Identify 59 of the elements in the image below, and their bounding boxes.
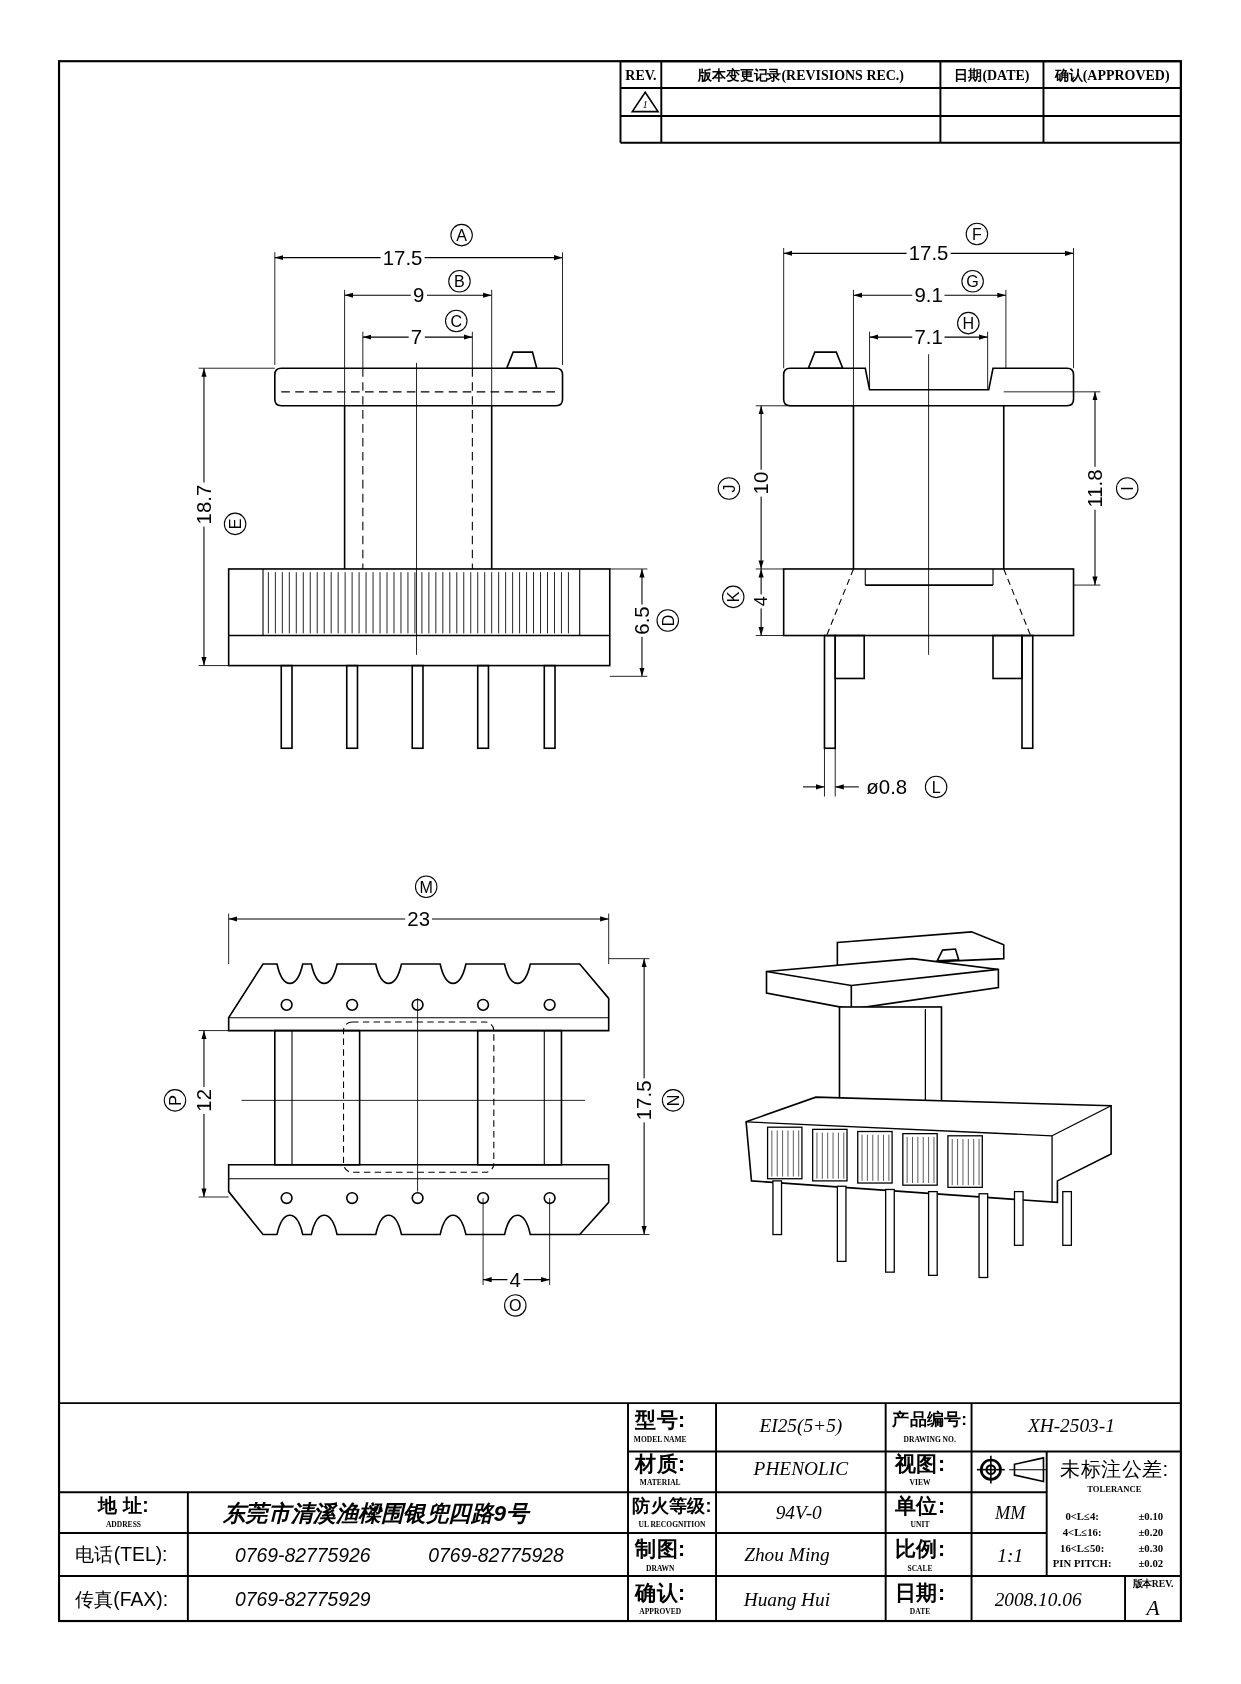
field-label: 视图: xyxy=(894,1452,946,1474)
field-value: 94V-0 xyxy=(775,1502,822,1523)
callout-letter: O xyxy=(504,1294,527,1317)
table-header: 日期(DATE) xyxy=(954,68,1030,83)
field-value: A xyxy=(1146,1596,1160,1618)
callout-letter: F xyxy=(965,222,989,246)
callout-letter: L xyxy=(924,775,948,799)
callout-letter: N xyxy=(661,1089,685,1112)
callout-letter: K xyxy=(721,585,745,609)
field-value: 0769-82775929 xyxy=(235,1589,371,1610)
field-label: 比例: xyxy=(894,1537,946,1559)
callout-letter: J xyxy=(717,477,741,500)
field-value: 2008.10.06 xyxy=(994,1589,1082,1610)
table-header: REV. xyxy=(625,68,657,83)
field-label: 单位: xyxy=(894,1494,946,1516)
field-label: 制图: xyxy=(635,1537,686,1559)
field-label: 日期: xyxy=(894,1581,946,1603)
field-value: PHENOLIC xyxy=(753,1458,849,1479)
field-label: 材质: xyxy=(635,1452,686,1474)
field-label: 电话(TEL): xyxy=(75,1544,168,1565)
callout-letter: P xyxy=(163,1089,187,1112)
field-label: 未标注公差: xyxy=(1060,1458,1169,1479)
tolerance-text: 4<L≤16: xyxy=(1062,1527,1102,1539)
callout-letter: C xyxy=(445,309,468,333)
field-value: 0769-82775926 xyxy=(235,1545,371,1566)
tolerance-text: 0<L≤4: xyxy=(1065,1511,1099,1523)
callout-letter: A xyxy=(450,223,473,247)
field-label-english: TOLERANCE xyxy=(1087,1485,1142,1495)
callout-letter: D xyxy=(656,609,679,632)
field-label: 传真(FAX): xyxy=(74,1589,168,1610)
field-value: MM xyxy=(995,1503,1026,1522)
field-value: 0769-82775928 xyxy=(428,1545,564,1566)
tolerance-text: ±0.10 xyxy=(1138,1511,1164,1523)
tolerance-text: ±0.30 xyxy=(1138,1543,1164,1555)
tolerance-text: ±0.20 xyxy=(1138,1527,1164,1539)
field-label: 防火等级: xyxy=(632,1497,712,1516)
table-header: 版本变更记录(REVISIONS REC.) xyxy=(697,68,904,83)
callout-letter: E xyxy=(223,512,247,536)
callout-letter: B xyxy=(448,270,471,293)
field-value: Zhou Ming xyxy=(744,1544,830,1565)
field-label: 产品编号: xyxy=(892,1410,967,1428)
tolerance-text: ±0.02 xyxy=(1138,1558,1164,1570)
callout-letter: H xyxy=(957,311,980,335)
callout-letter: G xyxy=(961,270,984,293)
table-header: 确认(APPROVED) xyxy=(1054,68,1170,83)
callout-letter: I xyxy=(1115,477,1139,500)
field-label: 版本REV. xyxy=(1132,1579,1174,1590)
field-value: EI25(5+5) xyxy=(759,1416,843,1436)
field-value: XH-2503-1 xyxy=(1027,1416,1115,1436)
field-label: 地 址: xyxy=(98,1495,149,1515)
field-value: 东莞市清溪渔樑围银兜四路9号 xyxy=(222,1501,529,1524)
field-label: 型号: xyxy=(635,1408,686,1430)
field-value: Huang Hui xyxy=(743,1589,831,1610)
field-label: 确认: xyxy=(635,1581,686,1603)
revision-number: 1 xyxy=(642,99,648,111)
tolerance-text: 16<L≤50: xyxy=(1060,1543,1105,1555)
callout-letter: M xyxy=(414,875,438,898)
field-value: 1:1 xyxy=(997,1545,1024,1566)
tolerance-text: PIN PITCH: xyxy=(1052,1558,1112,1570)
